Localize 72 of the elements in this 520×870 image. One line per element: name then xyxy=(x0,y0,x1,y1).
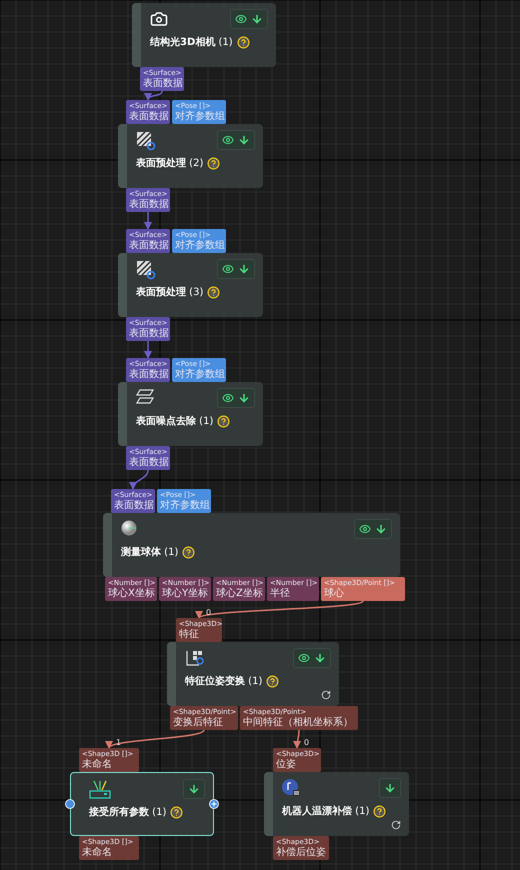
module-title: 特征位姿变换 (1) xyxy=(185,676,262,688)
port-name: 对齐参数组 xyxy=(175,240,223,252)
port-tag xyxy=(126,229,170,253)
port-name: 半径 xyxy=(270,588,291,600)
connector-arrow xyxy=(198,600,364,619)
module-title: 结构光3D相机 (1) xyxy=(150,36,233,48)
port-tag xyxy=(111,489,155,513)
port-tag xyxy=(273,748,321,772)
port-tag xyxy=(126,358,170,382)
port-tag xyxy=(172,229,226,253)
port-tag xyxy=(79,836,139,860)
module-title: 测量球体 (1) xyxy=(121,546,178,558)
port-tag xyxy=(126,100,170,124)
port-name: 对齐参数组 xyxy=(175,368,223,380)
port-tag xyxy=(79,748,139,772)
module-card xyxy=(103,513,400,577)
port-tag xyxy=(170,706,238,730)
port-name: 表面数据 xyxy=(129,240,167,252)
connector-arrow xyxy=(293,730,302,749)
port-tag xyxy=(126,446,170,470)
module-title: 表面预处理 (2) xyxy=(136,158,204,170)
port-name: 表面数据 xyxy=(129,110,167,122)
port-name: 对齐参数组 xyxy=(160,500,208,512)
module-card xyxy=(132,3,276,67)
port-name: 球心Y坐标 xyxy=(162,588,208,600)
module-card xyxy=(70,772,214,836)
port-tag xyxy=(172,358,226,382)
module-card xyxy=(118,253,263,317)
port-name: 表面数据 xyxy=(129,328,167,340)
port-tag xyxy=(105,577,157,601)
port-name: 表面数据 xyxy=(114,500,152,512)
port-tag xyxy=(126,188,170,212)
port-tag xyxy=(273,836,329,860)
port-tag xyxy=(321,577,405,601)
module-title: 接受所有参数 (1) xyxy=(89,806,166,818)
port-name: 球心X坐标 xyxy=(108,588,154,600)
port-tag xyxy=(126,317,170,341)
module-card xyxy=(118,124,263,188)
module-card xyxy=(264,772,409,836)
module-title: 表面噪点去除 (1) xyxy=(136,416,214,428)
port-tag xyxy=(157,489,211,513)
port-tag xyxy=(213,577,265,601)
port-name: 表面数据 xyxy=(129,368,167,380)
connector-arrow xyxy=(146,90,163,101)
port-name: 球心Z坐标 xyxy=(216,588,262,600)
port-tag xyxy=(176,618,222,642)
port-tag xyxy=(240,706,358,730)
module-card xyxy=(118,382,263,446)
port-tag xyxy=(159,577,211,601)
port-name: 未命名 xyxy=(82,758,112,770)
connector-arrow xyxy=(144,212,152,230)
port-name: 中间特征（相机坐标系） xyxy=(243,716,354,728)
connector-arrow xyxy=(144,341,152,359)
port-tag xyxy=(140,67,184,91)
port-name: 位姿 xyxy=(276,758,296,770)
port-name: 补偿后位姿 xyxy=(276,846,326,858)
module-title: 表面预处理 (3) xyxy=(136,286,204,298)
port-tag xyxy=(267,577,319,601)
port-name: 表面数据 xyxy=(129,198,167,210)
port-name: 表面数据 xyxy=(129,456,167,468)
port-name: 特征 xyxy=(179,628,200,640)
edge-label: 0 xyxy=(304,739,310,747)
port-name: 变换后特征 xyxy=(173,716,224,728)
port-name: 表面数据 xyxy=(143,78,181,90)
module-title: 机器人温漂补偿 (1) xyxy=(282,806,370,818)
port-name: 未命名 xyxy=(82,846,112,858)
port-name: 对齐参数组 xyxy=(175,110,223,122)
module-card xyxy=(167,642,339,706)
port-name: 球心 xyxy=(324,588,345,600)
port-tag xyxy=(172,100,226,124)
connector-arrow xyxy=(130,470,149,490)
connector-arrow xyxy=(108,730,205,749)
